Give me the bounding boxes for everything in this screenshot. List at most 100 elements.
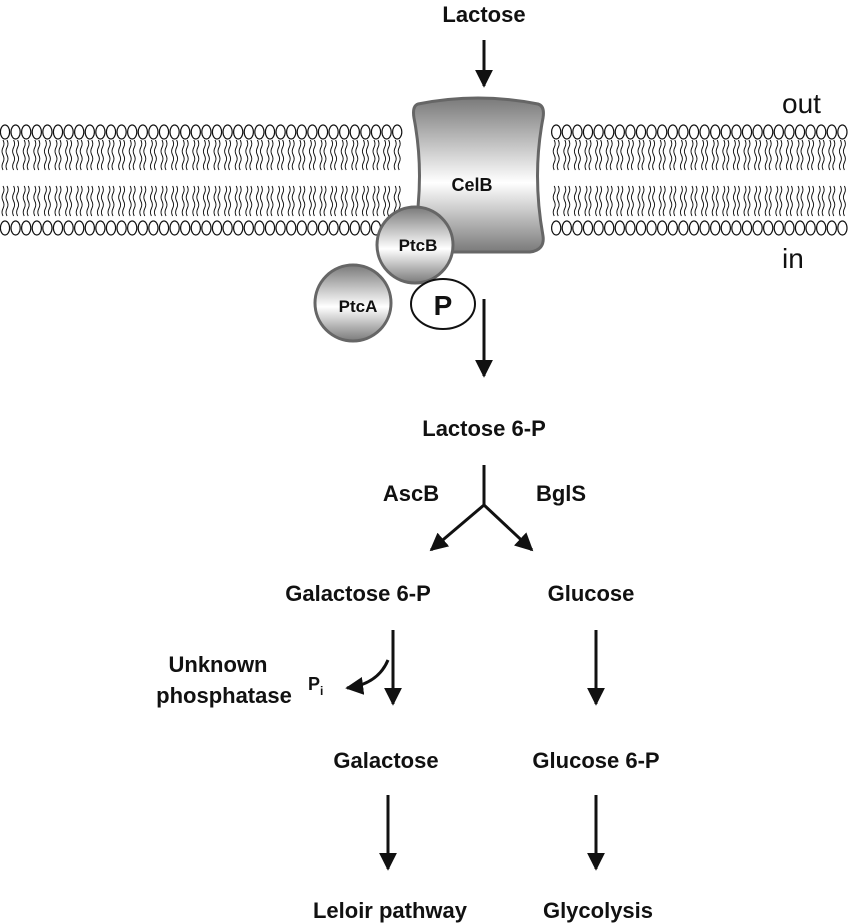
lipid-head	[657, 124, 668, 140]
unknown-label: Unknown	[169, 652, 268, 677]
lipid-tail	[277, 185, 281, 217]
lipid-tail	[287, 139, 291, 171]
phosphatase-label: phosphatase	[156, 683, 292, 708]
lipid-tail	[715, 139, 719, 171]
lipid-tail	[605, 185, 609, 217]
lipid-tail	[722, 185, 726, 217]
lipid-head	[137, 220, 148, 236]
lipid-head	[243, 124, 254, 140]
lipid-tail	[47, 139, 51, 171]
lipid-tail	[595, 139, 599, 171]
lipid-tail	[330, 139, 334, 171]
lipid-tail	[213, 139, 217, 171]
lipid-tail	[281, 185, 285, 217]
lipid-tail	[175, 185, 179, 217]
lipid-tail	[652, 185, 656, 217]
lipid-head	[805, 124, 816, 140]
lipid-tail	[175, 139, 179, 171]
lipid-tail	[270, 139, 274, 171]
lipid-head	[190, 220, 201, 236]
lipid-head	[561, 124, 573, 140]
lipid-tail	[563, 185, 567, 217]
lipid-tail	[807, 185, 811, 217]
lipid-tail	[298, 185, 302, 217]
lipid-tail	[588, 185, 592, 217]
lipid-tail	[620, 185, 624, 217]
lipid-tail	[690, 139, 694, 171]
lipid-tail	[266, 185, 270, 217]
lipid-tail	[832, 139, 836, 171]
lipid-tail	[192, 139, 196, 171]
lipid-head	[84, 124, 96, 140]
lipid-tail	[202, 185, 206, 217]
lipid-tail	[694, 185, 698, 217]
lipid-tail	[33, 139, 37, 171]
lipid-tail	[726, 139, 730, 171]
lipid-tail	[573, 139, 577, 171]
lipid-head	[296, 220, 307, 236]
lipid-tail	[722, 139, 726, 171]
lipid-tail	[281, 139, 285, 171]
lipid-tail	[5, 139, 9, 171]
lipid-head	[699, 220, 710, 236]
lipid-head	[370, 124, 382, 140]
lipid-head	[10, 220, 21, 236]
lipid-tail	[234, 139, 238, 171]
lipid-head	[296, 124, 307, 140]
lipid-head	[582, 124, 594, 140]
lipid-head	[21, 220, 32, 236]
lipid-tail	[648, 185, 652, 217]
lipid-tail	[732, 185, 736, 217]
lipid-tail	[100, 185, 104, 217]
lipid-head	[148, 220, 159, 236]
lipid-tail	[641, 185, 645, 217]
lipid-head	[582, 220, 594, 236]
lipid-tail	[779, 185, 783, 217]
bgls-label: BglS	[536, 481, 586, 506]
lipid-head	[126, 220, 138, 236]
lipid-tail	[75, 139, 79, 171]
lipid-tail	[789, 185, 793, 217]
lipid-tail	[637, 185, 641, 217]
lipid-tail	[662, 185, 666, 217]
lipid-tail	[302, 185, 306, 217]
lipid-tail	[658, 139, 662, 171]
lipid-tail	[323, 185, 327, 217]
lipid-tail	[609, 185, 613, 217]
lipid-tail	[298, 139, 302, 171]
lipid-head	[211, 124, 223, 140]
lipid-tail	[185, 139, 189, 171]
lipid-head	[84, 220, 96, 236]
lipid-head	[307, 220, 318, 236]
lipid-tail	[291, 139, 295, 171]
lipid-head	[381, 124, 392, 140]
lipid-tail	[75, 185, 79, 217]
lipid-tail	[630, 185, 634, 217]
lipid-tail	[351, 185, 355, 217]
lipid-tail	[648, 139, 652, 171]
lipid-tail	[16, 139, 20, 171]
lipid-head	[773, 124, 785, 140]
lipid-head	[339, 220, 350, 236]
lipid-tail	[107, 139, 111, 171]
lipid-head	[52, 124, 64, 140]
lipid-head	[593, 124, 604, 140]
lipid-tail	[249, 185, 253, 217]
lipid-tail	[387, 185, 391, 217]
lipid-tail	[302, 139, 306, 171]
lipid-tail	[779, 139, 783, 171]
lipid-head	[137, 124, 148, 140]
lipid-tail	[361, 139, 365, 171]
lipid-head	[254, 220, 265, 236]
lipid-head	[52, 220, 64, 236]
lipid-tail	[662, 139, 666, 171]
lipid-head	[741, 220, 753, 236]
lipid-head	[349, 220, 360, 236]
lipid-tail	[800, 139, 804, 171]
arrow-to-glucose	[482, 503, 534, 552]
lipid-tail	[372, 139, 376, 171]
lipid-tail	[308, 139, 312, 171]
lipid-tail	[694, 139, 698, 171]
lipid-tail	[637, 139, 641, 171]
ptca-protein	[313, 263, 393, 343]
